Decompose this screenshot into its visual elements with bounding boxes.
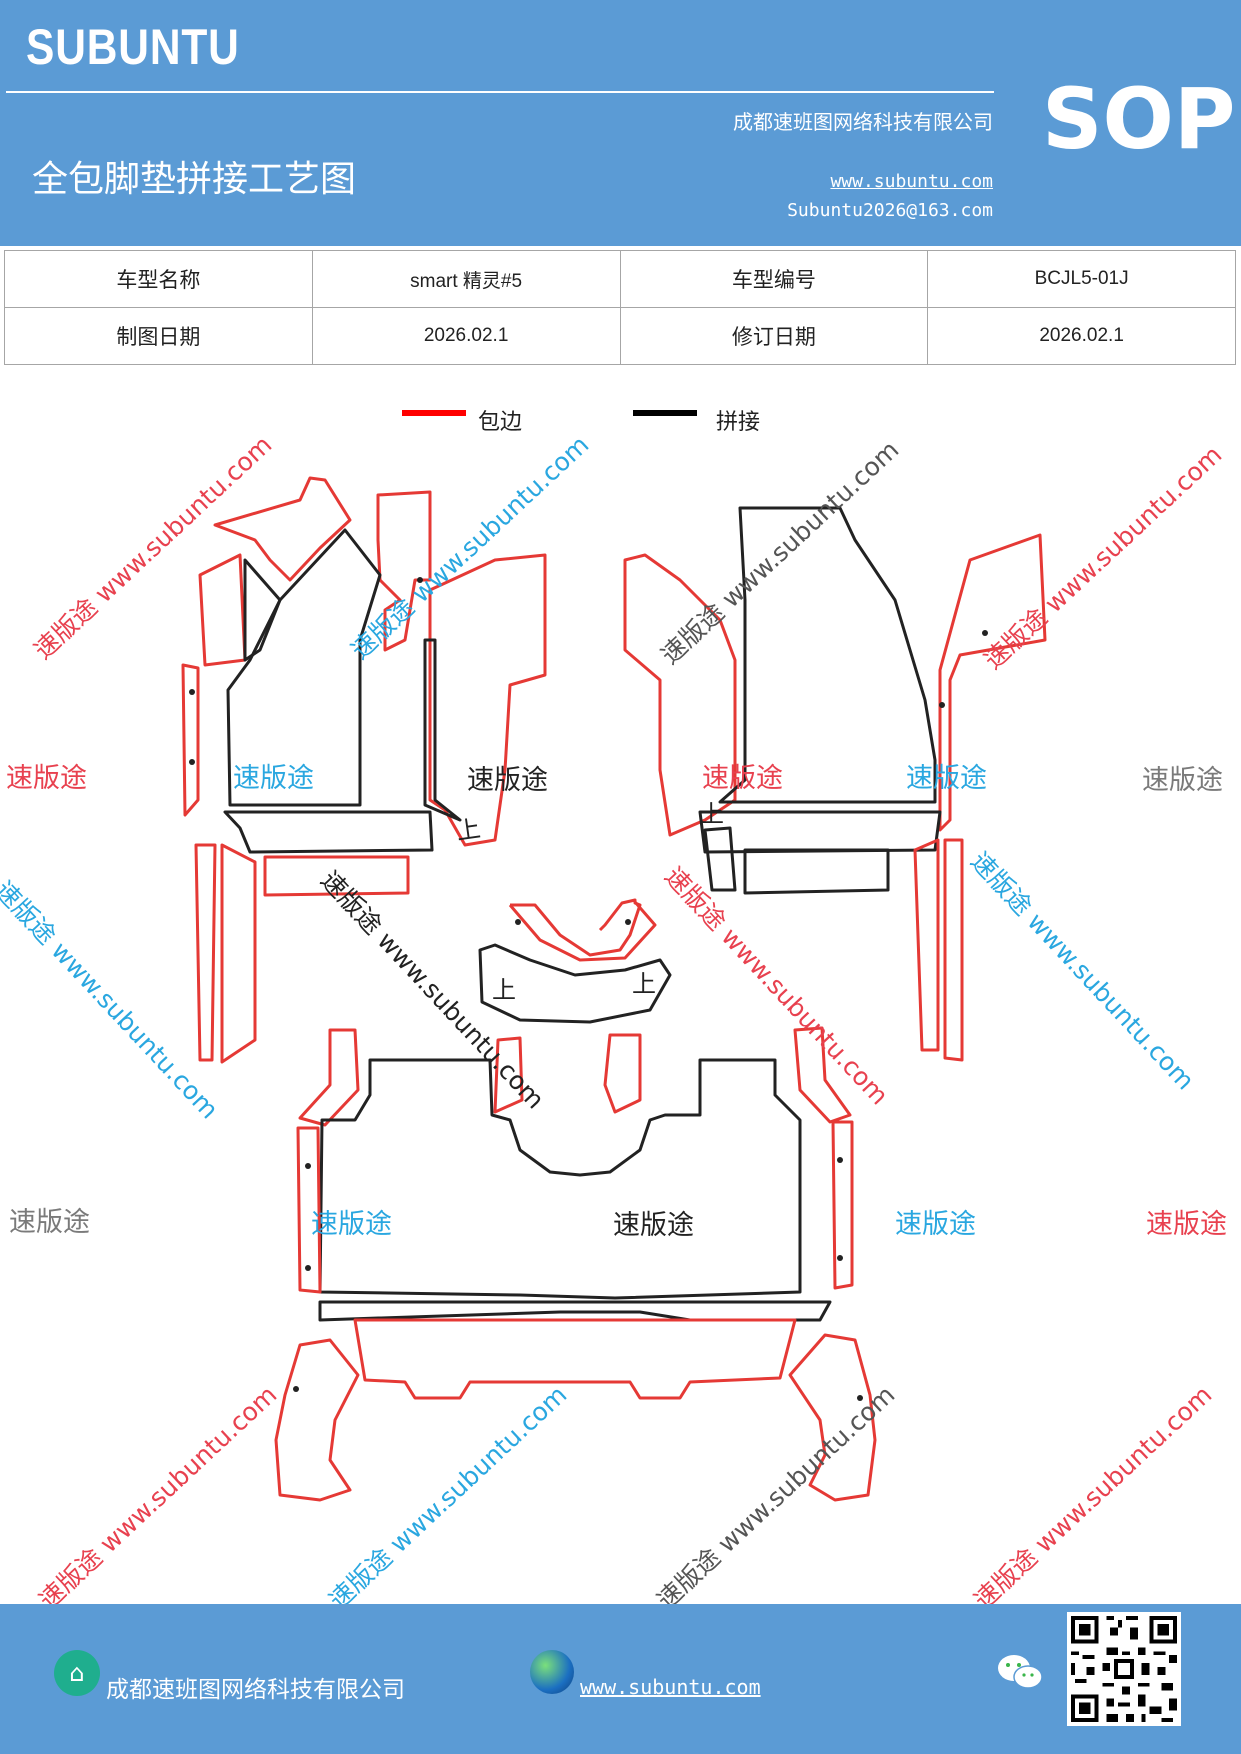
model-name-label: 车型名称 bbox=[4, 250, 313, 308]
header-divider bbox=[6, 91, 994, 93]
up-marker: 上 bbox=[492, 976, 516, 1004]
mat-piece bbox=[198, 553, 247, 667]
mat-piece bbox=[943, 838, 964, 1062]
mount-hole bbox=[305, 1163, 311, 1169]
mat-piece bbox=[743, 848, 890, 895]
model-code-value: BCJL5-01J bbox=[927, 250, 1236, 308]
mount-hole bbox=[189, 689, 195, 695]
mount-hole bbox=[293, 1386, 299, 1392]
mat-piece bbox=[263, 855, 410, 897]
watermark-brand: 速版途 bbox=[6, 763, 87, 794]
header-banner bbox=[0, 0, 1241, 246]
header-email[interactable]: Subuntu2026@163.com bbox=[787, 200, 993, 221]
revision-date-value: 2026.02.1 bbox=[927, 307, 1236, 365]
rear-mat-group bbox=[274, 1026, 877, 1502]
mat-piece bbox=[298, 1028, 360, 1127]
passenger-front-mat-group bbox=[623, 506, 1047, 1062]
center-tunnel-mat-group bbox=[478, 898, 672, 1024]
mount-hole bbox=[857, 1395, 863, 1401]
mounting-holes bbox=[189, 577, 988, 1401]
footer-company: 成都速班图网络科技有限公司 bbox=[106, 1677, 405, 1703]
globe-icon bbox=[530, 1650, 574, 1694]
brand-logo: SUBUNTU bbox=[26, 19, 240, 75]
mat-piece bbox=[318, 1058, 802, 1300]
watermark-brand: 速版途 bbox=[1142, 765, 1223, 796]
legend-red-label: 包边 bbox=[478, 410, 523, 435]
revision-date-label: 修订日期 bbox=[619, 307, 929, 365]
mat-piece bbox=[296, 1126, 322, 1294]
up-marker: 上 bbox=[454, 814, 483, 846]
up-marker: 上 bbox=[700, 800, 724, 828]
mat-piece bbox=[181, 663, 200, 817]
watermark-brand: 速版途 bbox=[233, 763, 314, 794]
mount-hole bbox=[305, 1265, 311, 1271]
drawing-date-label: 制图日期 bbox=[4, 307, 313, 365]
mount-hole bbox=[515, 919, 521, 925]
header-company: 成都速班图网络科技有限公司 bbox=[733, 110, 993, 134]
home-icon: ⌂ bbox=[54, 1650, 100, 1696]
legend-red-line bbox=[402, 410, 466, 416]
mat-piece bbox=[478, 943, 672, 1024]
mat-piece bbox=[703, 826, 737, 892]
mat-piece bbox=[493, 1036, 524, 1114]
mat-piece bbox=[788, 1333, 877, 1502]
watermark-brand: 速版途 bbox=[467, 765, 548, 796]
mat-piece bbox=[938, 533, 1047, 832]
mat-piece bbox=[718, 506, 937, 804]
sop-label: SOP bbox=[1042, 70, 1236, 168]
mat-piece bbox=[913, 838, 940, 1052]
mat-piece bbox=[194, 843, 217, 1062]
wechat-icon[interactable] bbox=[996, 1652, 1044, 1692]
mat-piece bbox=[698, 810, 942, 854]
watermark-brand: 速版途 bbox=[906, 763, 987, 794]
mount-hole bbox=[189, 759, 195, 765]
mat-piece bbox=[223, 810, 434, 854]
mount-hole bbox=[837, 1157, 843, 1163]
mat-piece bbox=[243, 558, 282, 662]
mat-piece bbox=[376, 490, 432, 652]
mat-piece bbox=[793, 1026, 852, 1124]
driver-front-mat-group bbox=[181, 476, 547, 1064]
table-row: 车型名称 smart 精灵#5 车型编号 BCJL5-01J bbox=[4, 250, 1236, 308]
mount-hole bbox=[625, 919, 631, 925]
legend-black-label: 拼接 bbox=[716, 410, 761, 435]
mat-piece bbox=[353, 1318, 797, 1400]
mat-piece bbox=[318, 1300, 832, 1322]
watermark-brand: 速版途 bbox=[311, 1209, 392, 1240]
mat-piece bbox=[623, 553, 737, 837]
mount-hole bbox=[837, 1255, 843, 1261]
qr-code[interactable] bbox=[1067, 1612, 1181, 1726]
mat-piece bbox=[831, 1120, 854, 1290]
watermark-brand: 速版途 bbox=[9, 1207, 90, 1238]
footer-website-link[interactable]: www.subuntu.com bbox=[580, 1675, 761, 1699]
mat-piece bbox=[226, 528, 382, 807]
mat-piece bbox=[510, 898, 642, 957]
watermark-brand: 速版途 bbox=[702, 763, 783, 794]
table-row: 制图日期 2026.02.1 修订日期 2026.02.1 bbox=[4, 307, 1236, 365]
mat-piece bbox=[508, 901, 657, 962]
header-website-link[interactable]: www.subuntu.com bbox=[830, 171, 993, 192]
mount-hole bbox=[939, 702, 945, 708]
mat-piece bbox=[428, 553, 547, 847]
mount-hole bbox=[982, 630, 988, 636]
mount-hole bbox=[417, 577, 423, 583]
mat-piece bbox=[213, 476, 352, 582]
legend-black-line bbox=[633, 410, 697, 416]
info-table: 车型名称 smart 精灵#5 车型编号 BCJL5-01J 制图日期 2026… bbox=[4, 250, 1236, 365]
watermark-brand: 速版途 bbox=[1146, 1209, 1227, 1240]
up-marker: 上 bbox=[632, 970, 656, 998]
model-name-value: smart 精灵#5 bbox=[311, 250, 621, 308]
model-code-label: 车型编号 bbox=[619, 250, 929, 308]
mat-piece bbox=[220, 843, 257, 1064]
document-title: 全包脚垫拼接工艺图 bbox=[32, 159, 357, 200]
watermark-brand: 速版途 bbox=[895, 1209, 976, 1240]
mat-piece bbox=[274, 1338, 360, 1502]
mat-piece bbox=[603, 1033, 642, 1114]
mat-piece bbox=[423, 638, 462, 822]
watermark-brand: 速版途 bbox=[613, 1210, 694, 1241]
drawing-date-value: 2026.02.1 bbox=[311, 307, 621, 365]
